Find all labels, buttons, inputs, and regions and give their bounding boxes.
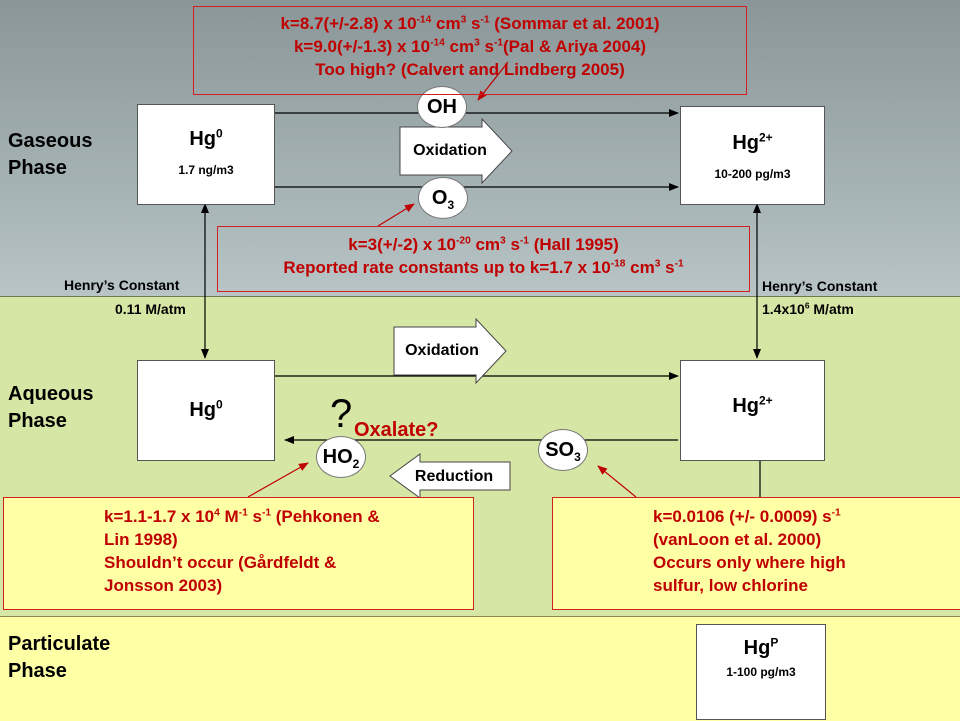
aq-oxidation-block-arrow [393,317,507,385]
ho2-rate-note: k=1.1-1.7 x 104 M-1 s-1 (Pehkonen & Lin … [3,497,474,610]
henry-right-title: Henry’s Constant [762,278,878,294]
gas-hg2-box: Hg2+ 10-200 pg/m3 [680,106,825,205]
aq-reduction-label: Reduction [414,468,494,485]
o3-rate-note: k=3(+/-2) x 10-20 cm3 s-1 (Hall 1995) Re… [217,226,750,292]
so3-circle: SO3 [538,429,588,471]
henry-left-value: 0.11 M/atm [115,301,186,317]
o3-circle: O3 [418,177,468,219]
gas-oxidation-label: Oxidation [413,142,487,159]
henry-right-value: 1.4x106 M/atm [762,300,854,317]
gas-hg0-box: Hg0 1.7 ng/m3 [137,104,275,205]
so3-rate-note: k=0.0106 (+/- 0.0009) s-1 (vanLoon et al… [552,497,960,610]
oh-circle: OH [417,86,467,128]
oxalate-question-mark: ? [330,392,353,436]
aq-oxidation-label: Oxidation [405,342,479,359]
oh-rate-note: k=8.7(+/-2.8) x 10-14 cm3 s-1 (Sommar et… [193,6,747,95]
ho2-circle: HO2 [316,436,366,478]
aq-hg2-box: Hg2+ [680,360,825,461]
oxalate-label: Oxalate? [354,419,439,441]
henry-left-title: Henry’s Constant [64,277,180,293]
gas-oxidation-block-arrow [399,117,513,185]
aq-hg0-box: Hg0 [137,360,275,461]
aq-reduction-block-arrow [389,453,511,499]
particulate-hgp-box: HgP 1-100 pg/m3 [696,624,826,720]
